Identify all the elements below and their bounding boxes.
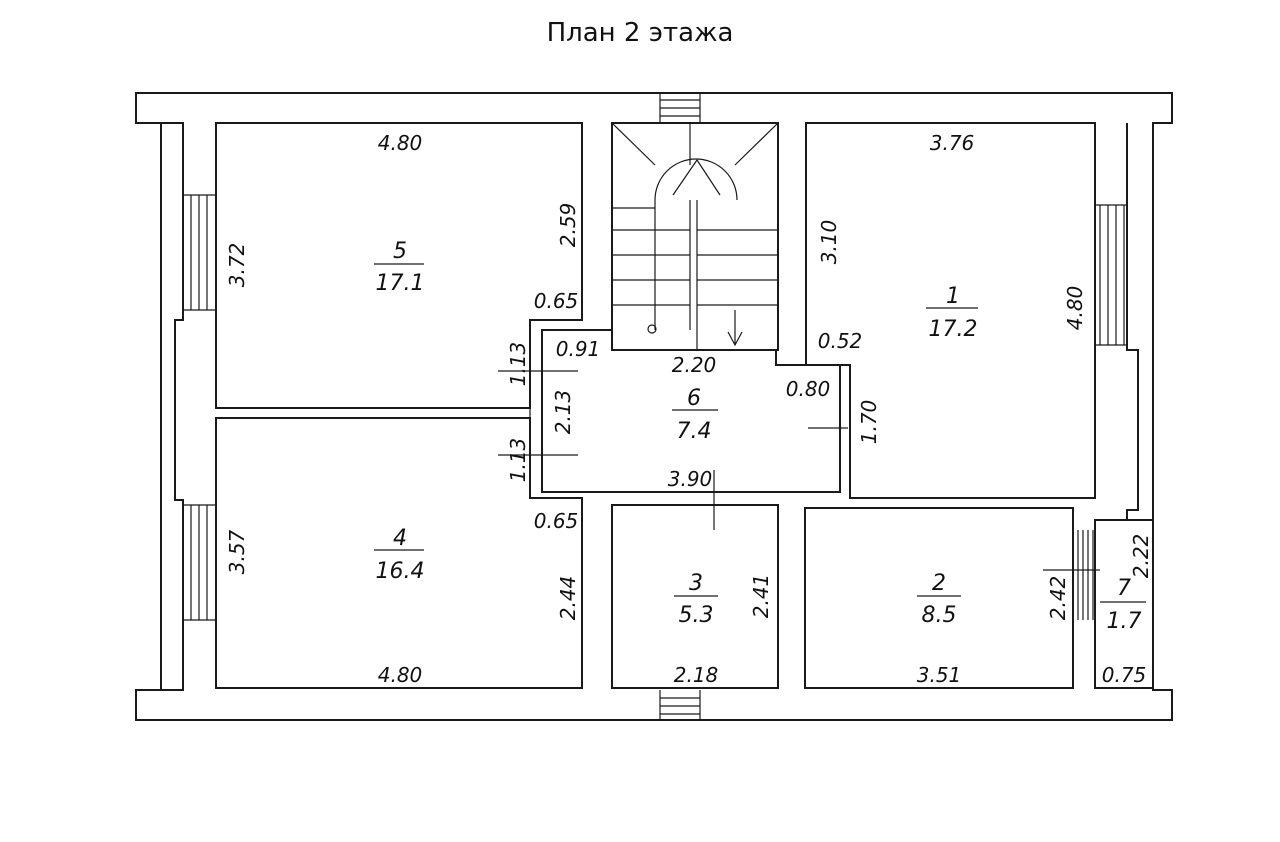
dim-r4-right: 2.44 xyxy=(556,576,580,621)
room-7-number: 7 xyxy=(1117,576,1131,601)
room-7-outline xyxy=(1094,519,1154,689)
dim-lines xyxy=(374,263,1146,603)
dim-r5-left: 3.72 xyxy=(225,243,249,288)
dim-r4-bottom: 4.80 xyxy=(378,663,423,687)
stair-arch xyxy=(654,158,738,201)
room-1-number: 1 xyxy=(946,284,960,309)
dim-r3-bottom: 2.18 xyxy=(674,663,719,687)
room-5-number: 5 xyxy=(393,239,407,264)
hall-inner xyxy=(529,320,1096,499)
dim-hall-right: 1.70 xyxy=(857,400,881,445)
dim-hall-left-upper: 1.13 xyxy=(506,342,530,387)
dim-hall-left: 2.13 xyxy=(551,390,575,435)
dim-r1-left: 3.10 xyxy=(817,220,841,265)
window-left-bottom xyxy=(182,504,216,621)
room-6-area: 7.4 xyxy=(677,419,712,444)
stair-arrow-icon xyxy=(727,310,743,347)
outer-wall xyxy=(135,92,1173,721)
room-2-number: 2 xyxy=(932,571,946,596)
room-3-outline xyxy=(611,504,779,689)
room-5-area: 17.1 xyxy=(376,271,425,296)
left-wall-bump xyxy=(161,122,184,691)
dim-r5-top: 4.80 xyxy=(378,131,423,155)
room-4-number: 4 xyxy=(393,526,407,551)
dim-hall-right-step: 0.80 xyxy=(786,377,831,401)
dim-r7-bottom: 0.75 xyxy=(1102,663,1147,687)
room-1-area: 17.2 xyxy=(929,317,978,342)
room-6-number: 6 xyxy=(687,386,701,411)
dim-r2-bottom: 3.51 xyxy=(917,663,962,687)
dim-r1-right: 4.80 xyxy=(1063,286,1087,331)
dim-r4-corner: 0.65 xyxy=(534,509,579,533)
window-right xyxy=(1095,204,1127,346)
right-wall-inner xyxy=(1126,123,1139,520)
dim-r3-right: 2.41 xyxy=(749,574,773,619)
dim-r5-right: 2.59 xyxy=(556,203,580,248)
dim-hall-left-lower: 1.13 xyxy=(506,438,530,483)
stair-treads xyxy=(611,122,779,350)
window-top xyxy=(659,93,701,123)
dim-r7-right: 2.22 xyxy=(1129,534,1153,579)
room-1-outline xyxy=(805,122,1096,499)
room-7-area: 1.7 xyxy=(1107,609,1142,634)
room-4-area: 16.4 xyxy=(376,559,425,584)
window-bottom xyxy=(659,690,701,720)
dim-hall-top: 2.20 xyxy=(672,353,717,377)
room-2-outline xyxy=(804,507,1074,689)
dim-hall-top-small: 0.91 xyxy=(556,337,601,361)
window-room7 xyxy=(1077,530,1094,620)
room-2-area: 8.5 xyxy=(922,603,957,628)
dim-r1-step: 0.52 xyxy=(818,329,863,353)
stair-start-dot xyxy=(647,324,657,334)
dim-r4-left: 3.57 xyxy=(225,529,249,574)
room-3-number: 3 xyxy=(689,571,703,596)
room-3-area: 5.3 xyxy=(679,603,714,628)
dim-r2-right: 2.42 xyxy=(1046,576,1070,621)
stair-outline xyxy=(611,122,779,351)
window-left-top xyxy=(182,194,216,311)
dim-hall-bottom: 3.90 xyxy=(668,467,713,491)
dim-r1-top: 3.76 xyxy=(930,131,975,155)
dim-r5-corner: 0.65 xyxy=(534,289,579,313)
plan-title: План 2 этажа xyxy=(546,18,734,48)
